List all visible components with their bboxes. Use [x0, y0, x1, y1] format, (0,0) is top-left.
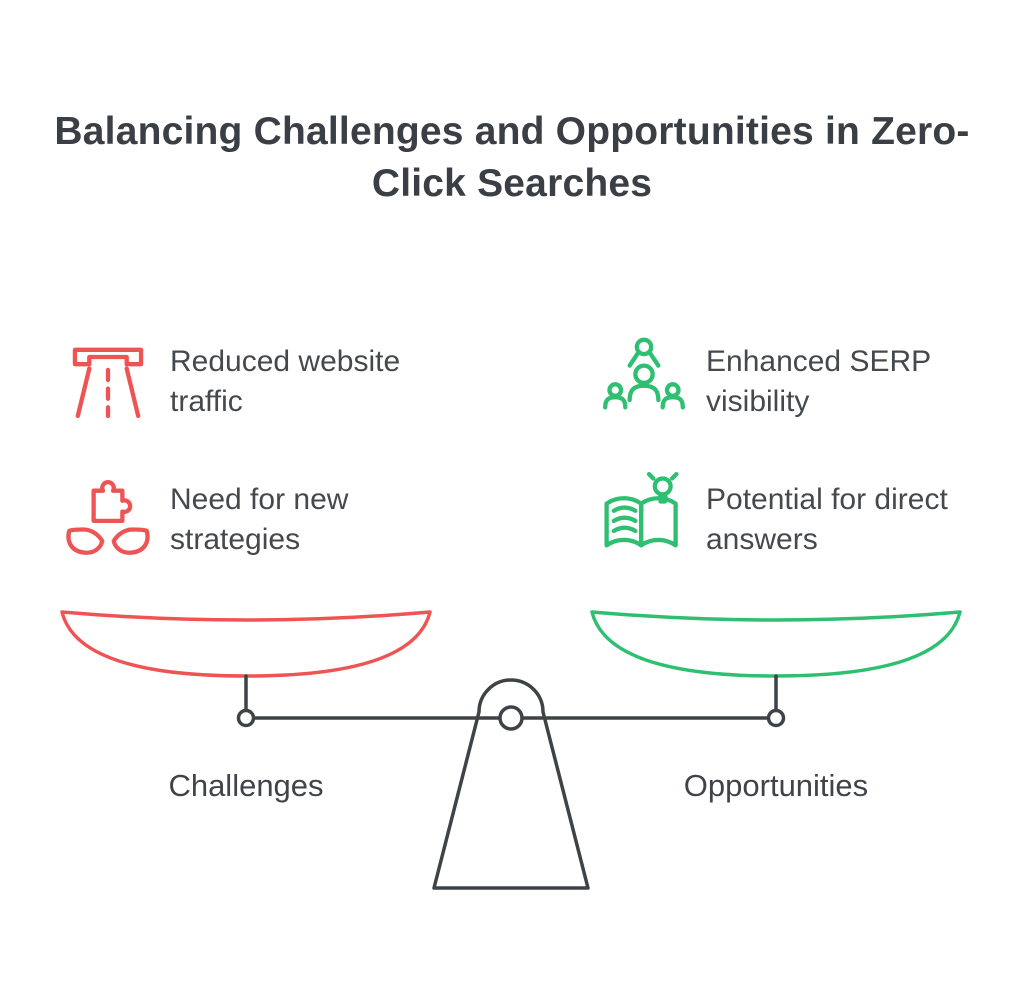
scale-pivot-center	[498, 705, 524, 731]
book-lightbulb-icon-svg	[604, 472, 679, 548]
left-scale-pan	[60, 610, 432, 678]
puzzle-hands-icon-svg	[66, 480, 150, 555]
challenges-label: Challenges	[168, 768, 324, 803]
page-title: Balancing Challenges and Opportunities i…	[54, 110, 970, 205]
scale-pivot-left	[236, 708, 256, 728]
road-icon	[62, 334, 154, 426]
scale-fulcrum	[432, 678, 590, 890]
serp-visibility-icon-svg	[603, 337, 685, 410]
puzzle-hands-icon	[62, 472, 154, 564]
road-icon-svg	[72, 347, 144, 419]
challenge-item-label: Need for new strategies	[170, 483, 349, 556]
serp-visibility-icon	[598, 334, 690, 426]
opportunities-label: Opportunities	[683, 768, 869, 803]
challenge-item-new-strategies: Need for new strategies	[62, 472, 432, 564]
scale-pivot-right	[766, 708, 786, 728]
opportunity-item-label: Enhanced SERP visibility	[706, 345, 931, 418]
opportunity-item-direct-answers: Potential for direct answers	[598, 472, 968, 564]
opportunity-item-label: Potential for direct answers	[706, 483, 948, 556]
book-lightbulb-icon	[598, 472, 690, 564]
challenge-item-label: Reduced website traffic	[170, 345, 401, 418]
challenge-item-reduced-traffic: Reduced website traffic	[62, 334, 432, 426]
opportunity-item-serp-visibility: Enhanced SERP visibility	[598, 334, 968, 426]
balance-scale-graphic	[60, 610, 962, 890]
right-scale-pan	[590, 610, 962, 678]
